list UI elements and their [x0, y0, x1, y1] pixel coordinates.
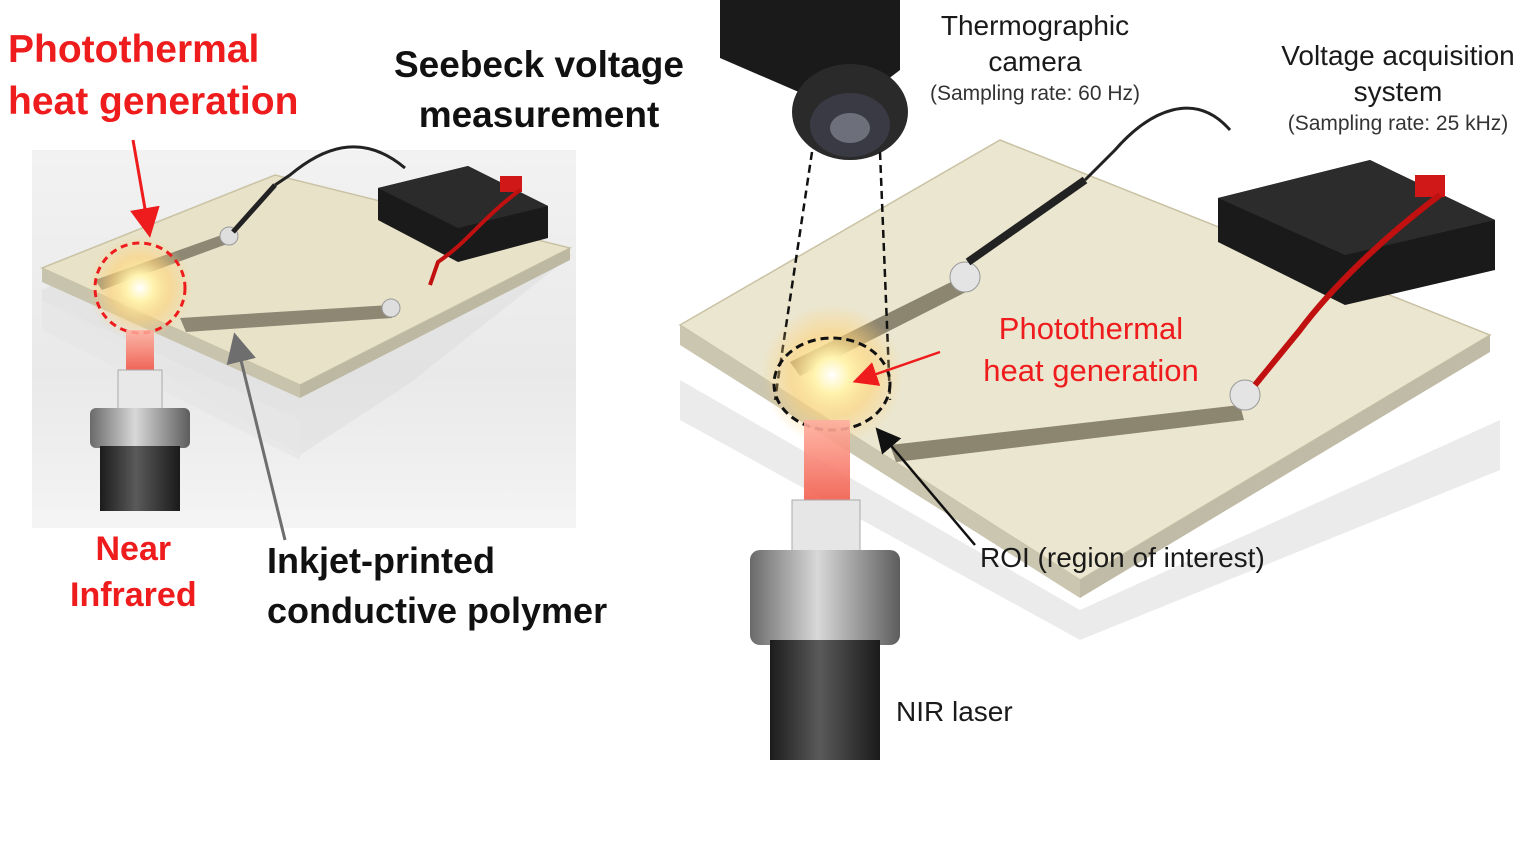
nir-laser-label: NIR laser	[896, 696, 1013, 727]
right-daq-box	[965, 106, 1495, 387]
voltage-line2: system	[1353, 76, 1443, 107]
left-dashed-circle	[93, 241, 187, 335]
roi-arrow	[875, 427, 976, 546]
seebeck-line1: Seebeck voltage	[394, 44, 684, 85]
right-thermal-camera	[720, 0, 908, 160]
voltage-rate: (Sampling rate: 25 kHz)	[1287, 112, 1509, 135]
roi-label: ROI (region of interest)	[980, 542, 1265, 573]
voltage-label: Voltage acquisition system (Sampling rat…	[1262, 38, 1534, 138]
right-nir-laser	[750, 420, 900, 760]
voltage-line1: Voltage acquisition	[1281, 40, 1515, 71]
right-photothermal-line2: heat generation	[983, 353, 1199, 388]
left-multimeter	[231, 145, 548, 286]
inkjet-line2: conductive polymer	[267, 590, 608, 631]
left-heat-glow	[88, 236, 192, 340]
camera-rate: (Sampling rate: 60 Hz)	[929, 82, 1141, 105]
left-photothermal-arrow	[130, 139, 160, 238]
right-photothermal-line1: Photothermal	[998, 311, 1184, 346]
left-photothermal-label: Photothermal heat generation	[8, 24, 298, 128]
camera-line2: camera	[988, 46, 1082, 77]
right-heat-glow	[762, 305, 902, 445]
seebeck-line2: measurement	[418, 94, 660, 135]
left-photothermal-line1: Photothermal	[8, 28, 260, 71]
inkjet-label: Inkjet-printed conductive polymer	[267, 536, 607, 636]
inkjet-line1: Inkjet-printed	[267, 540, 496, 581]
left-photothermal-line2: heat generation	[8, 80, 299, 123]
near-infrared-line1: Near	[95, 530, 172, 568]
camera-line1: Thermographic	[940, 10, 1130, 41]
near-infrared-label: Near Infrared	[70, 526, 197, 618]
seebeck-label: Seebeck voltage measurement	[394, 40, 684, 140]
camera-label: Thermographic camera (Sampling rate: 60 …	[910, 8, 1160, 108]
left-laser	[90, 330, 190, 511]
camera-fov-right	[878, 151, 892, 401]
right-photothermal-arrow	[852, 350, 941, 386]
right-photothermal-label: Photothermal heat generation	[960, 308, 1222, 392]
near-infrared-line2: Infrared	[70, 576, 197, 614]
left-inkjet-arrow	[226, 332, 287, 541]
